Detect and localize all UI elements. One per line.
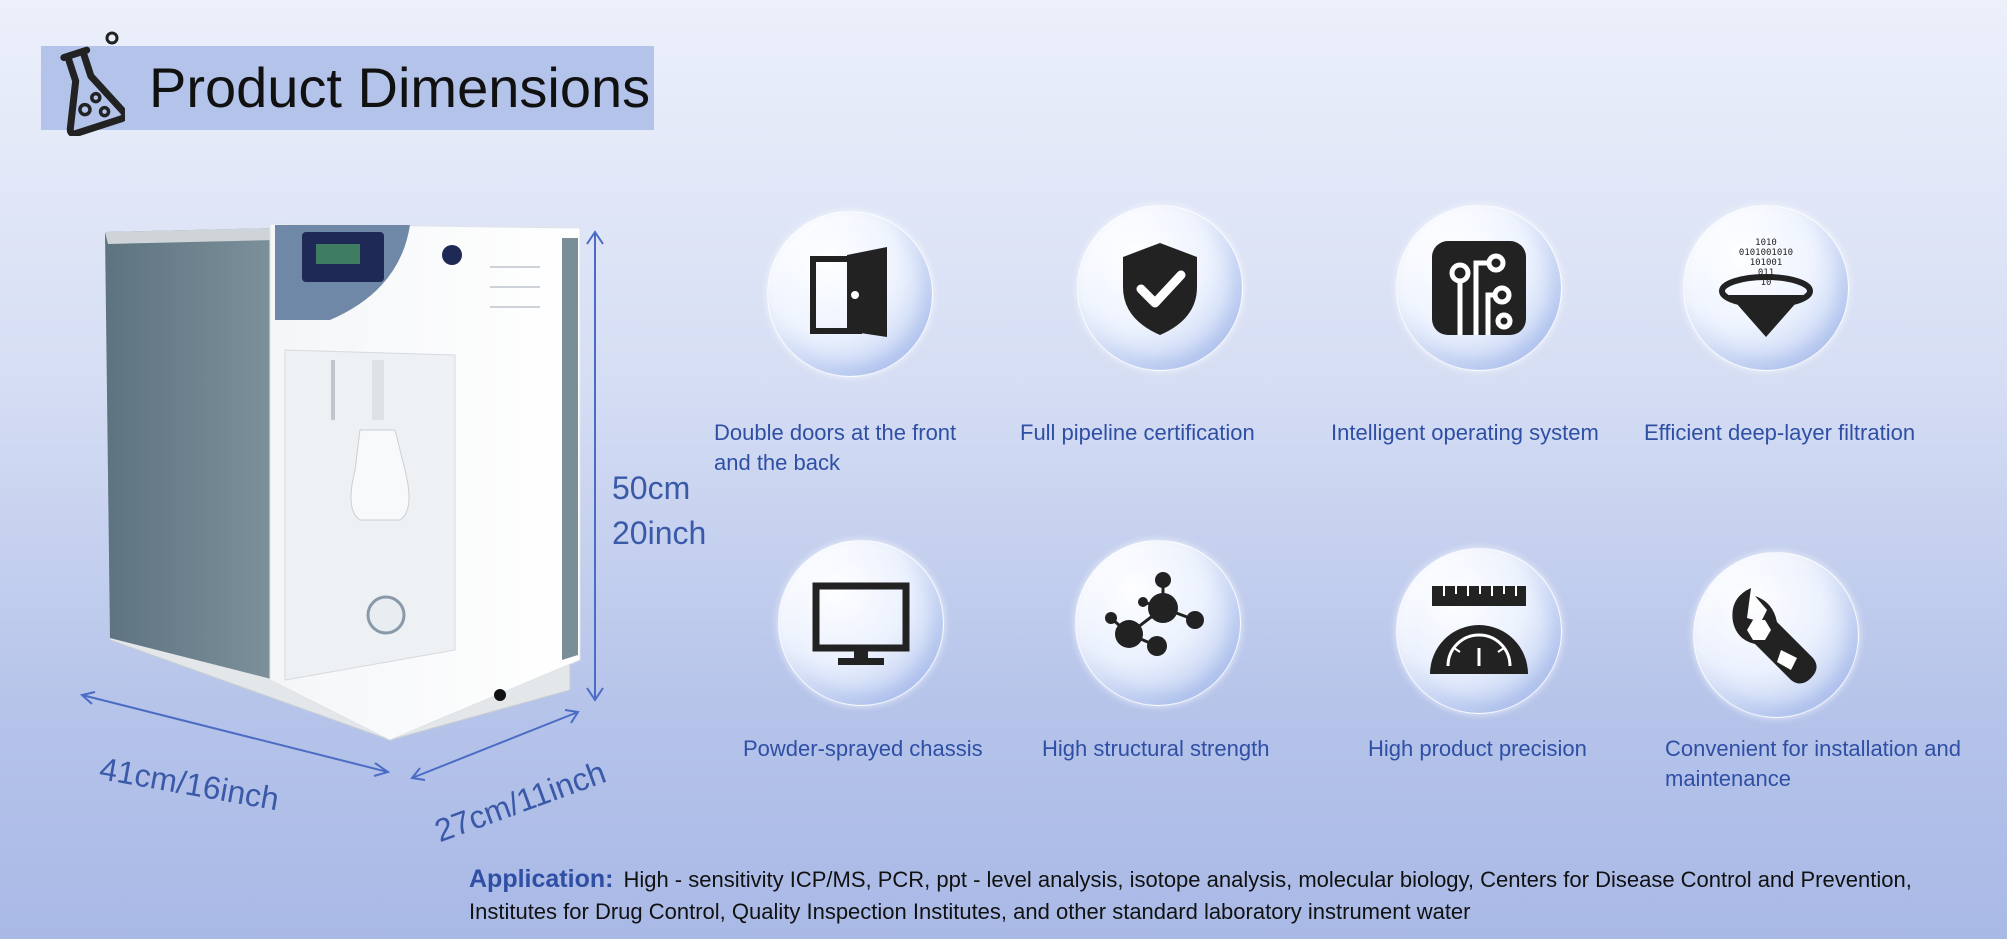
circuit-board-icon: [1432, 241, 1526, 335]
svg-text:011: 011: [1758, 268, 1774, 278]
feature-label: Full pipeline certification: [1020, 420, 1255, 445]
feature-bubble: 1010 0101001010 101001 011 10: [1683, 205, 1849, 371]
door-icon: [810, 247, 887, 337]
feature-label: Double doors at the front and the back: [714, 420, 957, 475]
feature-label: Convenient for installation and maintena…: [1665, 736, 1961, 791]
feature-bubble: [767, 211, 933, 377]
wrench-icon: [1732, 588, 1817, 684]
feature-bubble: [1077, 205, 1243, 371]
shield-check-icon: [1123, 243, 1197, 335]
flask-icon: [60, 31, 125, 136]
application-description: High - sensitivity ICP/MS, PCR, ppt - le…: [469, 867, 1912, 924]
feature-label: Efficient deep-layer filtration: [1644, 420, 1916, 445]
protractor-ruler-icon: [1430, 586, 1528, 674]
feature-bubble: [1693, 552, 1859, 718]
svg-text:10: 10: [1761, 278, 1772, 288]
feature-bubble: [1396, 548, 1562, 714]
page-title: Product Dimensions: [149, 56, 651, 119]
application-label: Application:: [469, 865, 614, 893]
feature-bubble: [1075, 540, 1241, 706]
svg-text:101001: 101001: [1750, 258, 1783, 268]
molecule-icon: [1105, 572, 1204, 656]
svg-text:1010: 1010: [1755, 238, 1777, 248]
height-cm-label: 50cm: [612, 470, 691, 506]
header-bar: Product Dimensions: [41, 31, 654, 136]
monitor-icon: [812, 582, 910, 665]
feature-label: High structural strength: [1042, 736, 1270, 761]
height-inch-label: 20inch: [612, 515, 707, 551]
product-image: [79, 223, 604, 781]
feature-label: Intelligent operating system: [1331, 420, 1599, 445]
feature-bubble: [778, 540, 944, 706]
feature-bubble: [1396, 205, 1562, 371]
svg-text:0101001010: 0101001010: [1739, 248, 1793, 258]
filter-funnel-icon: 1010 0101001010 101001 011 10: [1719, 238, 1813, 337]
application-text: Application:High - sensitivity ICP/MS, P…: [469, 863, 1969, 928]
feature-label: High product precision: [1368, 736, 1587, 761]
feature-label: Powder-sprayed chassis: [743, 736, 983, 761]
